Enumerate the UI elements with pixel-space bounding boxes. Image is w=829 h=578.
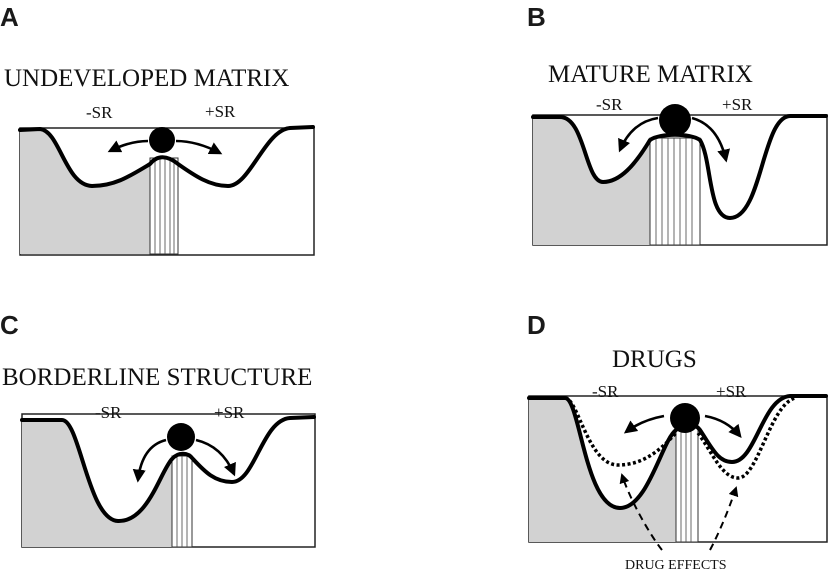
panel-c-energy-curve: [20, 415, 316, 524]
panel-b-right-label: +SR: [722, 95, 753, 114]
panel-b-title: MATURE MATRIX: [548, 61, 753, 88]
panel-c-right-label: +SR: [214, 403, 245, 422]
panel-a-right-label: +SR: [205, 102, 236, 121]
panel-b: B MATURE MATRIX -SR +SR: [527, 2, 828, 246]
panel-d-left-drug-curve: [564, 396, 678, 467]
panel-b-energy-curve: [531, 114, 828, 220]
panel-a-shaded-region: [20, 129, 150, 254]
panel-b-left-arrow: [618, 116, 659, 153]
panel-a-stem: [149, 157, 179, 255]
panel-c-ball: [167, 423, 195, 451]
panel-d-left-arrow: [623, 414, 665, 434]
panel-a-left-label: -SR: [86, 103, 113, 122]
panel-d-shaded-region: [529, 398, 676, 542]
panel-d-left-dashed-arrow: [619, 473, 663, 551]
panel-c-stem: [171, 455, 193, 548]
panel-a-letter: A: [0, 2, 19, 32]
panel-c-right-arrow: [195, 438, 236, 477]
panel-d-right-dashed-arrow: [709, 486, 739, 551]
panel-b-stem: [649, 137, 701, 246]
panel-a: A UNDEVELOPED MATRIX -SR +SR: [0, 2, 315, 256]
panel-a-right-arrow: [175, 139, 223, 155]
panel-a-left-arrow: [107, 139, 149, 153]
panel-d-ball: [670, 403, 700, 433]
panel-d-annotation: DRUG EFFECTS: [625, 558, 727, 573]
panel-d-left-label: -SR: [592, 382, 619, 401]
panel-d-letter: D: [527, 310, 546, 340]
panel-b-ball: [659, 104, 691, 136]
panel-c-left-label: -SR: [95, 403, 122, 422]
panel-c: C BORDERLINE STRUCTURE -SR +SR: [0, 310, 316, 548]
panel-b-right-arrow: [691, 116, 731, 163]
panel-a-ball: [149, 127, 175, 153]
panel-c-left-arrow: [132, 438, 167, 483]
panel-d: D DRUGS -SR +SR DRUG EFFECTS: [527, 310, 828, 573]
panel-b-shaded-region: [533, 117, 650, 245]
panel-d-stem: [675, 427, 699, 543]
panel-c-shaded-region: [22, 420, 172, 547]
panel-a-energy-curve: [18, 125, 315, 188]
panel-c-title: BORDERLINE STRUCTURE: [2, 364, 312, 391]
panel-b-letter: B: [527, 2, 546, 32]
panel-d-title: DRUGS: [612, 346, 697, 373]
panel-b-left-label: -SR: [596, 95, 623, 114]
panel-d-right-arrow: [704, 414, 742, 439]
panel-c-letter: C: [0, 310, 19, 340]
panel-d-right-drug-curve: [696, 396, 796, 480]
panel-d-right-label: +SR: [716, 382, 747, 401]
panel-a-title: UNDEVELOPED MATRIX: [4, 65, 289, 92]
